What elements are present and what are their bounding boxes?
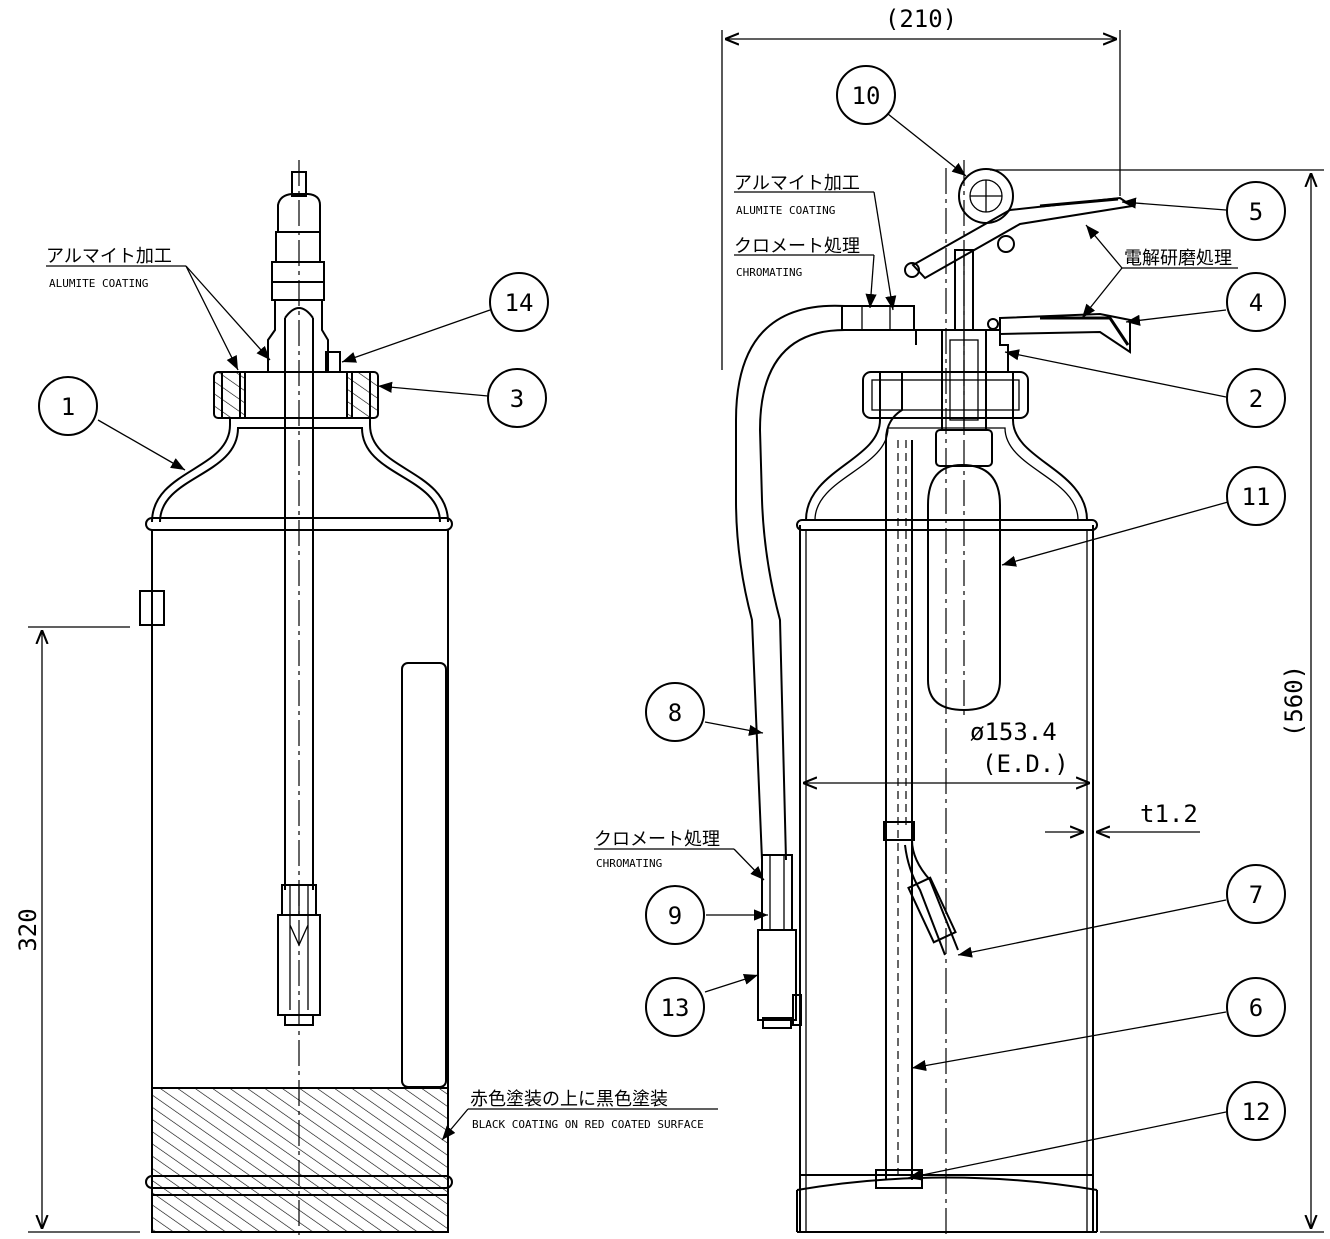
notes: アルマイト加工 ALUMITE COATING アルマイト加工 ALUMITE … xyxy=(46,173,1232,1131)
svg-text:13: 13 xyxy=(661,994,690,1022)
note-chromate-top-en: CHROMATING xyxy=(736,266,802,279)
left-view xyxy=(28,160,453,1239)
right-view xyxy=(721,30,1324,1239)
balloon-13: 13 xyxy=(645,977,705,1037)
dim-diameter: ø153.4 xyxy=(970,718,1057,746)
balloon-4: 4 xyxy=(1226,272,1286,332)
dim-thickness: t1.2 xyxy=(1140,800,1198,828)
svg-text:9: 9 xyxy=(668,902,682,930)
note-black-coat-ja: 赤色塗装の上に黒色塗装 xyxy=(470,1088,668,1110)
balloon-3: 3 xyxy=(487,368,547,428)
note-alumite-left-en: ALUMITE COATING xyxy=(49,277,148,290)
dim-height: (560) xyxy=(1280,665,1308,737)
svg-text:2: 2 xyxy=(1249,385,1263,413)
svg-text:1: 1 xyxy=(61,393,75,421)
svg-text:11: 11 xyxy=(1242,483,1271,511)
balloon-11: 11 xyxy=(1226,466,1286,526)
svg-text:6: 6 xyxy=(1249,994,1263,1022)
balloon-6: 6 xyxy=(1226,977,1286,1037)
svg-text:12: 12 xyxy=(1242,1098,1271,1126)
dim-diameter-note: (E.D.) xyxy=(982,750,1069,778)
balloon-10: 10 xyxy=(836,65,896,125)
balloon-2: 2 xyxy=(1226,368,1286,428)
note-black-coat-en: BLACK COATING ON RED COATED SURFACE xyxy=(472,1118,704,1131)
svg-text:14: 14 xyxy=(505,289,534,317)
note-alumite-right-ja: アルマイト加工 xyxy=(734,173,860,194)
note-chromate-bottom-ja: クロメート処理 xyxy=(594,829,720,850)
svg-text:8: 8 xyxy=(668,699,682,727)
svg-text:10: 10 xyxy=(852,82,881,110)
svg-text:3: 3 xyxy=(510,385,524,413)
balloon-12: 12 xyxy=(1226,1081,1286,1141)
balloon-1: 1 xyxy=(38,376,98,436)
dim-width: (210) xyxy=(885,5,957,33)
balloon-5: 5 xyxy=(1226,181,1286,241)
balloon-9: 9 xyxy=(645,885,705,945)
balloon-14: 14 xyxy=(489,272,549,332)
note-chromate-bottom-en: CHROMATING xyxy=(596,857,662,870)
balloons: 1 14 3 10 5 4 2 11 8 9 13 7 6 12 xyxy=(38,65,1286,1141)
note-alumite-left-ja: アルマイト加工 xyxy=(46,246,172,267)
balloon-7: 7 xyxy=(1226,864,1286,924)
dimension-text: (210) (560) 320 ø153.4 (E.D.) t1.2 xyxy=(14,5,1308,952)
note-alumite-right-en: ALUMITE COATING xyxy=(736,204,835,217)
balloon-8: 8 xyxy=(645,682,705,742)
svg-text:5: 5 xyxy=(1249,198,1263,226)
note-chromate-top-ja: クロメート処理 xyxy=(734,236,860,257)
svg-text:4: 4 xyxy=(1249,289,1263,317)
note-electro-polish-ja: 電解研磨処理 xyxy=(1124,248,1232,269)
svg-text:7: 7 xyxy=(1249,881,1263,909)
leader-lines xyxy=(46,113,1238,1181)
dim-height-320: 320 xyxy=(14,908,42,951)
